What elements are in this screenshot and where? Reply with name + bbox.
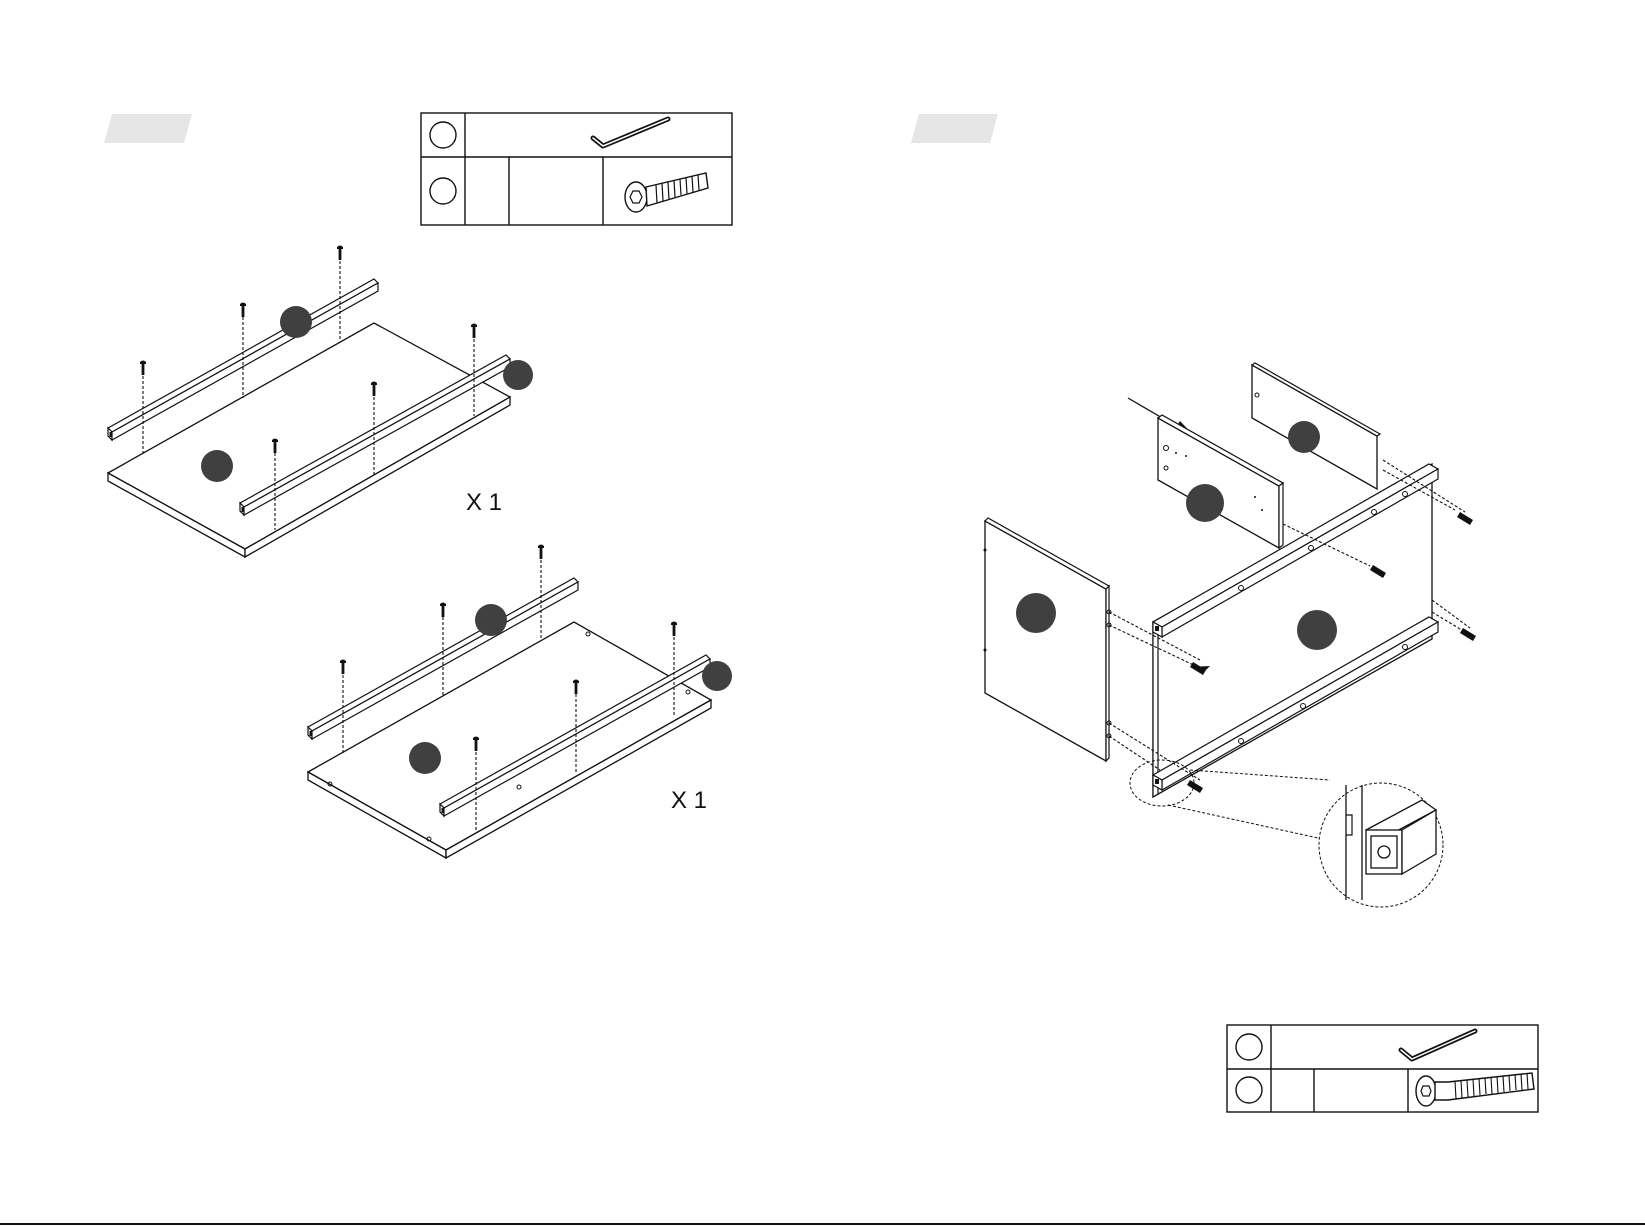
divider-panel bbox=[1158, 415, 1283, 548]
subassembly-2: X 1 bbox=[308, 545, 732, 859]
multiplier-label: X 1 bbox=[466, 489, 502, 516]
step-tag-left bbox=[104, 114, 192, 143]
part-letter-circle bbox=[430, 178, 456, 204]
part-letter-circle bbox=[1236, 1034, 1262, 1060]
bolt-icon bbox=[625, 173, 708, 212]
part-marker bbox=[1186, 484, 1224, 522]
bottom-panel bbox=[108, 323, 510, 557]
long-bolt-icon bbox=[1416, 1073, 1534, 1106]
allen-key-icon bbox=[593, 119, 668, 146]
part-marker bbox=[1297, 610, 1337, 650]
parts-table-left bbox=[421, 113, 732, 225]
allen-key-icon bbox=[1401, 1031, 1475, 1059]
part-letter-circle bbox=[430, 122, 456, 148]
bottom-panel bbox=[308, 622, 711, 858]
multiplier-label: X 1 bbox=[671, 787, 707, 814]
left-page: X 1 bbox=[104, 113, 732, 858]
back-panel bbox=[1252, 363, 1380, 489]
step-tag-right bbox=[911, 114, 998, 143]
subassembly-1: X 1 bbox=[108, 246, 533, 558]
right-page bbox=[911, 114, 1538, 1112]
parts-table-right bbox=[1227, 1025, 1538, 1112]
part-letter-circle bbox=[1236, 1077, 1262, 1103]
left-side-panel bbox=[984, 518, 1112, 761]
part-marker bbox=[1288, 421, 1320, 453]
part-marker bbox=[1016, 593, 1056, 633]
